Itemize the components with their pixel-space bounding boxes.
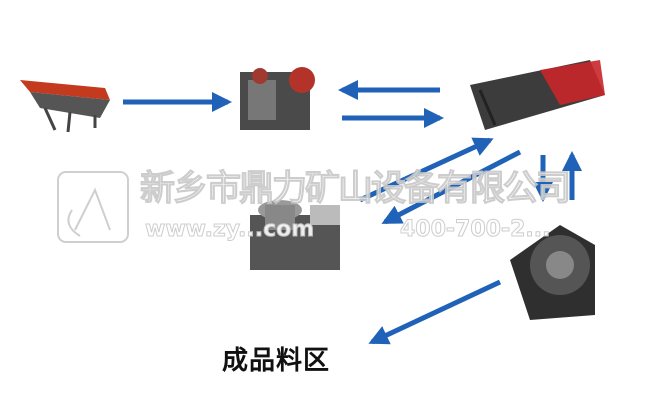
sand-washer-icon xyxy=(510,225,595,320)
watermark-company: 新乡市鼎力矿山设备有限公司 xyxy=(139,169,571,210)
arrow-screen-to-sandmaker xyxy=(381,149,522,225)
jaw-crusher-icon xyxy=(240,67,315,130)
watermark-phone: 400-700-2... xyxy=(400,217,551,243)
watermark-logo xyxy=(57,171,129,243)
arrow-sandmaker-to-screen xyxy=(358,137,494,203)
finished-product-label: 成品料区 xyxy=(222,346,331,376)
arrow-washer-to-product xyxy=(368,279,502,345)
vsi-sand-maker-icon xyxy=(250,200,340,270)
vibrating-screen-icon xyxy=(470,60,605,130)
vibrating-feeder-icon xyxy=(20,80,110,133)
watermark-website: www.zy...com xyxy=(144,217,315,243)
flow-arrows xyxy=(123,80,582,345)
